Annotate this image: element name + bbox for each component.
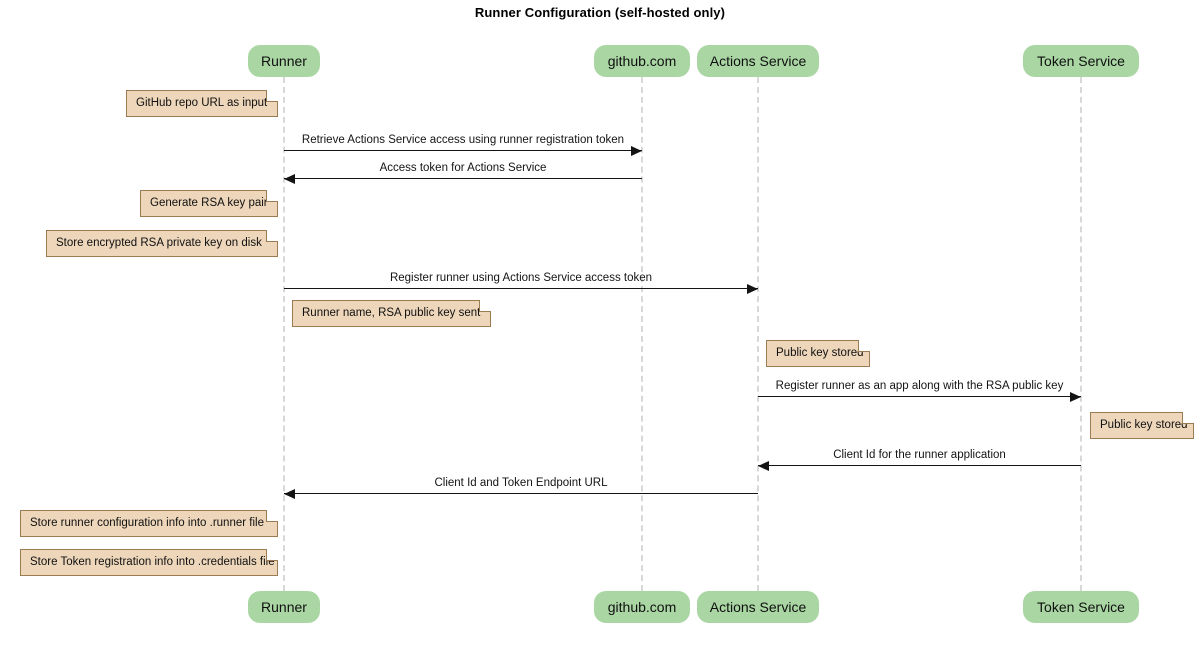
participant-label: github.com bbox=[607, 53, 677, 69]
note-text: GitHub repo URL as input bbox=[136, 97, 268, 109]
page-title: Runner Configuration (self-hosted only) bbox=[474, 5, 726, 20]
participant-actions-top[interactable]: Actions Service bbox=[697, 45, 819, 77]
note-text: Runner name, RSA public key sent bbox=[302, 307, 481, 319]
note-public-key-stored-token: Public key stored bbox=[1090, 412, 1194, 439]
message-line bbox=[758, 396, 1081, 397]
participant-github-top[interactable]: github.com bbox=[594, 45, 690, 77]
participant-label: github.com bbox=[607, 599, 677, 615]
note-runner-name-public-key: Runner name, RSA public key sent bbox=[292, 300, 491, 327]
participant-github-bottom[interactable]: github.com bbox=[594, 591, 690, 623]
note-text: Store Token registration info into .cred… bbox=[30, 556, 275, 568]
note-text: Store encrypted RSA private key on disk bbox=[56, 237, 262, 249]
note-github-repo-url: GitHub repo URL as input bbox=[126, 90, 278, 117]
message-line bbox=[284, 150, 642, 151]
message-line bbox=[284, 178, 642, 179]
participant-token-bottom[interactable]: Token Service bbox=[1023, 591, 1139, 623]
message-label: Client Id for the runner application bbox=[833, 449, 1006, 461]
note-generate-rsa: Generate RSA key pair bbox=[140, 190, 278, 217]
note-store-runner-config: Store runner configuration info into .ru… bbox=[20, 510, 278, 537]
arrowhead-right-icon bbox=[631, 146, 642, 156]
message-label: Register runner as an app along with the… bbox=[775, 380, 1064, 392]
note-store-private-key: Store encrypted RSA private key on disk bbox=[46, 230, 278, 257]
note-text: Public key stored bbox=[1100, 419, 1188, 431]
note-fold-corner-icon bbox=[479, 300, 491, 312]
lifeline-github bbox=[641, 77, 643, 591]
note-text: Public key stored bbox=[776, 347, 864, 359]
participant-runner-top[interactable]: Runner bbox=[248, 45, 320, 77]
arrowhead-left-icon bbox=[758, 461, 769, 471]
message-label: Register runner using Actions Service ac… bbox=[389, 272, 653, 284]
participant-label: Token Service bbox=[1037, 599, 1125, 615]
note-fold-corner-icon bbox=[266, 190, 278, 202]
note-fold-corner-icon bbox=[858, 340, 870, 352]
message-label: Access token for Actions Service bbox=[379, 162, 547, 174]
participant-token-top[interactable]: Token Service bbox=[1023, 45, 1139, 77]
lifeline-runner bbox=[283, 77, 285, 591]
lifeline-actions bbox=[757, 77, 759, 591]
participant-label: Runner bbox=[261, 53, 307, 69]
message-line bbox=[284, 288, 758, 289]
note-fold-corner-icon bbox=[266, 510, 278, 522]
message-line bbox=[758, 465, 1081, 466]
note-fold-corner-icon bbox=[266, 549, 278, 561]
arrowhead-right-icon bbox=[1070, 392, 1081, 402]
note-text: Store runner configuration info into .ru… bbox=[30, 517, 264, 529]
message-label: Retrieve Actions Service access using ru… bbox=[301, 134, 625, 146]
arrowhead-right-icon bbox=[747, 284, 758, 294]
note-fold-corner-icon bbox=[266, 230, 278, 242]
note-public-key-stored-actions: Public key stored bbox=[766, 340, 870, 367]
note-text: Generate RSA key pair bbox=[150, 197, 268, 209]
arrowhead-left-icon bbox=[284, 174, 295, 184]
lifeline-token bbox=[1080, 77, 1082, 591]
participant-label: Runner bbox=[261, 599, 307, 615]
participant-label: Actions Service bbox=[709, 599, 807, 615]
participant-runner-bottom[interactable]: Runner bbox=[248, 591, 320, 623]
message-label: Client Id and Token Endpoint URL bbox=[434, 477, 608, 489]
note-store-token-registration: Store Token registration info into .cred… bbox=[20, 549, 278, 576]
participant-label: Actions Service bbox=[709, 53, 807, 69]
arrowhead-left-icon bbox=[284, 489, 295, 499]
message-line bbox=[284, 493, 758, 494]
note-fold-corner-icon bbox=[266, 90, 278, 102]
participant-actions-bottom[interactable]: Actions Service bbox=[697, 591, 819, 623]
note-fold-corner-icon bbox=[1182, 412, 1194, 424]
participant-label: Token Service bbox=[1037, 53, 1125, 69]
